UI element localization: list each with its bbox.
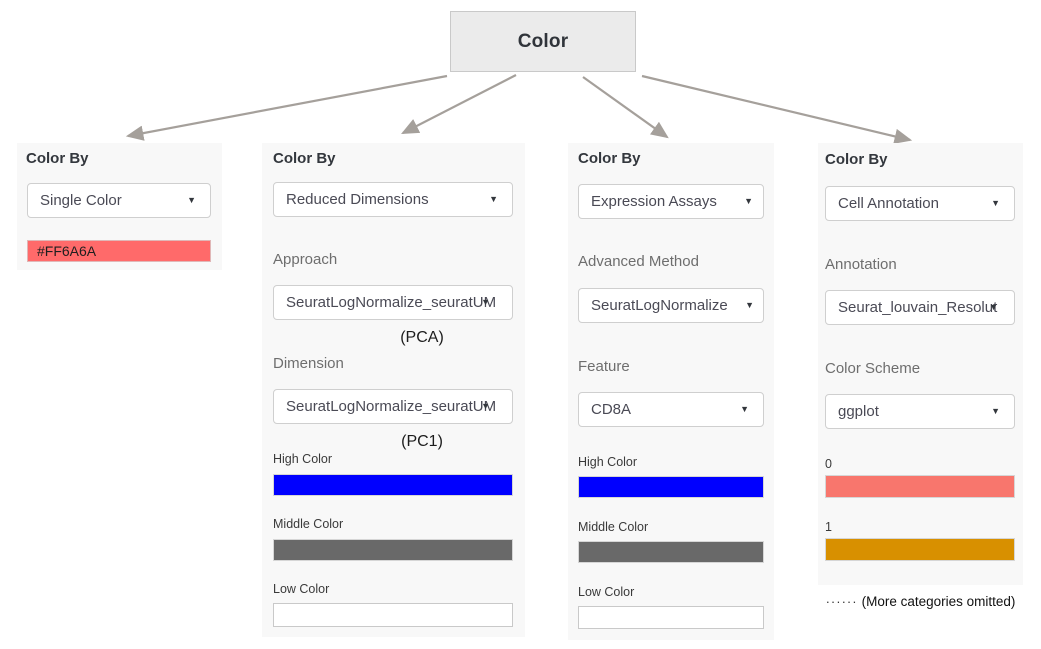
more-categories-footnote: ······(More categories omitted) xyxy=(818,594,1023,609)
arrow-to-reduced-dimensions xyxy=(401,74,517,135)
color-scheme-select[interactable]: ggplot ▼ xyxy=(825,394,1015,429)
chevron-down-icon: ▼ xyxy=(740,404,749,414)
category-1-color-bar[interactable] xyxy=(825,538,1015,561)
arrow-to-expression-assays xyxy=(582,76,669,139)
arrow-to-single-color xyxy=(125,74,448,141)
chevron-down-icon: ▼ xyxy=(187,195,196,205)
middle-color-bar[interactable] xyxy=(273,539,513,561)
middle-color-label: Middle Color xyxy=(273,517,344,531)
low-color-input[interactable] xyxy=(578,606,764,629)
chevron-down-icon: ▼ xyxy=(744,196,753,206)
annotation-select[interactable]: Seurat_louvain_Resolut ▼ xyxy=(825,290,1015,325)
middle-color-label: Middle Color xyxy=(578,520,649,534)
color-by-heading: Color By xyxy=(26,150,89,167)
color-by-select[interactable]: Expression Assays ▼ xyxy=(578,184,764,219)
approach-annotation: (PCA) xyxy=(400,329,444,346)
feature-select[interactable]: CD8A ▼ xyxy=(578,392,764,427)
chevron-down-icon: ▼ xyxy=(481,297,490,307)
high-color-label: High Color xyxy=(273,452,333,466)
high-color-bar[interactable] xyxy=(578,476,764,498)
color-scheme-select-value: ggplot xyxy=(838,403,879,420)
advanced-method-select[interactable]: SeuratLogNormalize ▼ xyxy=(578,288,764,323)
low-color-label: Low Color xyxy=(273,582,330,596)
low-color-label: Low Color xyxy=(578,585,635,599)
dimension-select-value: SeuratLogNormalize_seuratUM xyxy=(286,398,497,415)
high-color-bar[interactable] xyxy=(273,474,513,496)
footnote-text: (More categories omitted) xyxy=(861,594,1016,609)
panel-single-color: Color By Single Color ▼ #FF6A6A xyxy=(17,143,222,270)
color-by-heading: Color By xyxy=(273,150,336,167)
color-scheme-label: Color Scheme xyxy=(825,360,921,377)
category-0-label: 0 xyxy=(825,457,832,471)
color-by-heading: Color By xyxy=(578,150,641,167)
arrow-to-cell-annotation xyxy=(641,74,913,144)
category-0-color-bar[interactable] xyxy=(825,475,1015,498)
dimension-label: Dimension xyxy=(273,355,344,372)
feature-select-value: CD8A xyxy=(591,401,632,418)
feature-label: Feature xyxy=(578,358,630,375)
chevron-down-icon: ▼ xyxy=(989,302,998,312)
approach-select[interactable]: SeuratLogNormalize_seuratUM ▼ xyxy=(273,285,513,320)
low-color-input[interactable] xyxy=(273,603,513,627)
color-by-select[interactable]: Cell Annotation ▼ xyxy=(825,186,1015,221)
color-by-select[interactable]: Single Color ▼ xyxy=(27,183,211,218)
approach-label: Approach xyxy=(273,251,338,268)
panel-reduced-dimensions: Color By Reduced Dimensions ▼ Approach S… xyxy=(262,143,525,637)
color-by-select-value: Expression Assays xyxy=(591,193,717,210)
dotted-line-icon: ······ xyxy=(825,594,858,609)
advanced-method-label: Advanced Method xyxy=(578,253,699,270)
color-by-select-value: Single Color xyxy=(40,192,122,209)
annotation-label: Annotation xyxy=(825,256,897,273)
color-by-select[interactable]: Reduced Dimensions ▼ xyxy=(273,182,513,217)
middle-color-bar[interactable] xyxy=(578,541,764,563)
root-node-label: Color xyxy=(517,30,569,52)
panel-cell-annotation: Color By Cell Annotation ▼ Annotation Se… xyxy=(818,143,1023,585)
annotation-select-value: Seurat_louvain_Resolut xyxy=(838,299,998,316)
chevron-down-icon: ▼ xyxy=(745,300,754,310)
chevron-down-icon: ▼ xyxy=(489,194,498,204)
advanced-method-select-value: SeuratLogNormalize xyxy=(591,297,728,314)
category-1-label: 1 xyxy=(825,520,832,534)
dimension-annotation: (PC1) xyxy=(401,433,443,450)
color-by-select-value: Cell Annotation xyxy=(838,195,939,212)
high-color-label: High Color xyxy=(578,455,638,469)
color-by-heading: Color By xyxy=(825,151,888,168)
root-node-color: Color xyxy=(450,11,636,72)
dimension-select[interactable]: SeuratLogNormalize_seuratUM ▼ xyxy=(273,389,513,424)
chevron-down-icon: ▼ xyxy=(481,401,490,411)
chevron-down-icon: ▼ xyxy=(991,406,1000,416)
chevron-down-icon: ▼ xyxy=(991,198,1000,208)
color-by-select-value: Reduced Dimensions xyxy=(286,191,429,208)
panel-expression-assays: Color By Expression Assays ▼ Advanced Me… xyxy=(568,143,774,640)
single-color-swatch[interactable]: #FF6A6A xyxy=(27,240,211,262)
approach-select-value: SeuratLogNormalize_seuratUM xyxy=(286,294,497,311)
